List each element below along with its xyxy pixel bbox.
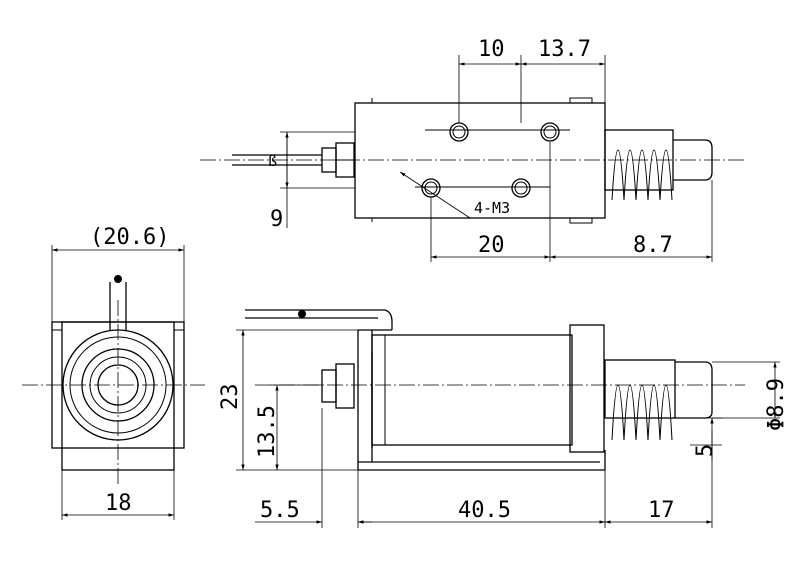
lead-dot xyxy=(114,275,122,283)
dim-axis-height: 13.5 xyxy=(255,405,280,458)
top-plunger xyxy=(673,139,713,181)
side-plunger-housing xyxy=(604,359,676,419)
top-plunger-housing xyxy=(604,129,674,191)
side-spring xyxy=(611,384,673,441)
dim-plunger-step: 5 xyxy=(693,444,718,457)
dim-diameter: Φ8.9 xyxy=(764,378,789,431)
dim-body-length: 40.5 xyxy=(458,498,511,523)
dim-hole-spacing-x: 10 xyxy=(478,37,505,62)
dim-plunger-length: 17 xyxy=(648,498,675,523)
side-nut xyxy=(335,363,355,409)
mounting-hole xyxy=(540,122,560,142)
mounting-hole xyxy=(511,178,531,198)
side-plunger xyxy=(675,361,713,419)
dim-small: ß xyxy=(268,152,277,170)
mounting-hole xyxy=(449,122,469,142)
dim-height: 9 xyxy=(270,207,283,232)
side-end-plate xyxy=(569,324,605,453)
side-coil xyxy=(371,334,573,446)
dim-length: 20 xyxy=(478,233,505,258)
top-view: 10 13.7 20 8.7 9 ß 4-M3 xyxy=(200,37,745,262)
dim-overall: (20.6) xyxy=(90,225,169,250)
side-view: 23 13.5 5.5 40.5 17 Φ8.9 5 xyxy=(218,309,789,528)
dim-plunger: 8.7 xyxy=(633,233,673,258)
dim-width: 18 xyxy=(105,491,132,516)
dim-left-offset: 5.5 xyxy=(260,498,300,523)
side-frame xyxy=(357,329,606,471)
dim-side-height: 23 xyxy=(218,384,243,411)
thread-note: 4-M3 xyxy=(474,199,510,217)
end-view: (20.6) 18 xyxy=(22,225,205,520)
dim-hole-to-end: 13.7 xyxy=(538,37,591,62)
top-spring xyxy=(611,149,673,201)
